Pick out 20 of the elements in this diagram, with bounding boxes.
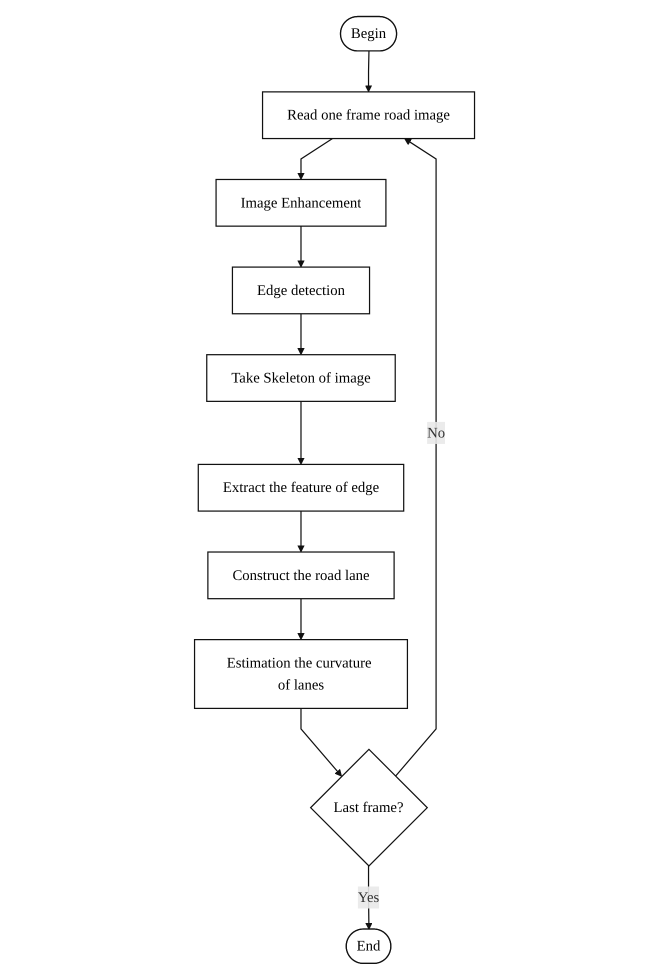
- arrow: [298, 138, 334, 180]
- arrow: [298, 598, 306, 640]
- edge-label: No: [428, 424, 446, 440]
- node-diamond: Last frame?: [310, 748, 429, 866]
- arrow: [395, 138, 438, 776]
- arrow: [298, 226, 306, 267]
- edge-label: Yes: [358, 888, 380, 905]
- node-box: Construct the road lane: [208, 550, 396, 599]
- arrow: [300, 708, 342, 776]
- arrow: [366, 865, 373, 930]
- node-box: Read one frame road image: [262, 90, 476, 139]
- arrow: [365, 50, 373, 92]
- node-box: Edge detection: [232, 266, 371, 314]
- arrow: [298, 313, 306, 355]
- node-box: Extract the feature of edge: [198, 463, 405, 512]
- arrow: [298, 400, 306, 464]
- node-box: Take Skeleton of image: [206, 354, 396, 402]
- node-box: Image Enhancement: [216, 178, 387, 226]
- node-box: Estimation the curvature of lanes: [194, 638, 408, 709]
- arrow: [298, 510, 306, 552]
